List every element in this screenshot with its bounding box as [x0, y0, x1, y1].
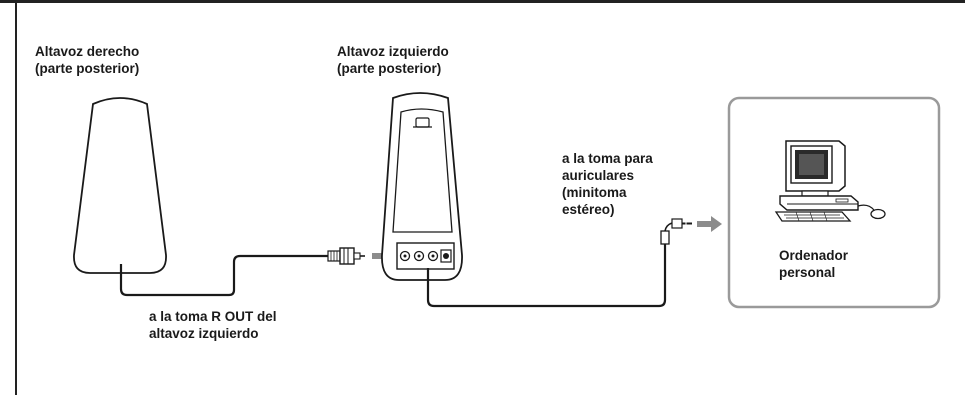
r-out-label-line1: a la toma R OUT del — [149, 309, 277, 324]
right-speaker-label-line1: Altavoz derecho — [35, 44, 140, 59]
headphone-cable — [426, 243, 667, 308]
computer-label: Ordenador personal — [779, 247, 848, 281]
arrow-icon — [697, 216, 722, 232]
computer-label-line1: Ordenador — [779, 248, 849, 263]
left-speaker-icon — [381, 92, 463, 281]
headphone-jack-label: a la toma para auriculares (minitoma est… — [562, 150, 653, 218]
pin-plug-icon — [327, 247, 365, 265]
left-speaker-label: Altavoz izquierdo (parte posterior) — [337, 43, 449, 77]
headphone-jack-label-line4: estéreo) — [562, 202, 615, 217]
personal-computer-icon — [774, 140, 886, 222]
right-speaker-label: Altavoz derecho (parte posterior) — [35, 43, 139, 77]
computer-label-line2: personal — [779, 265, 836, 280]
r-out-label: a la toma R OUT del altavoz izquierdo — [149, 308, 277, 342]
left-speaker-label-line2: (parte posterior) — [337, 61, 442, 76]
r-out-cable — [119, 254, 331, 297]
headphone-jack-label-line1: a la toma para — [562, 151, 653, 166]
left-speaker-label-line1: Altavoz izquierdo — [337, 44, 449, 59]
headphone-jack-label-line2: auriculares — [562, 168, 635, 183]
r-out-label-line2: altavoz izquierdo — [149, 326, 259, 341]
headphone-jack-label-line3: (minitoma — [562, 185, 627, 200]
right-speaker-label-line2: (parte posterior) — [35, 61, 140, 76]
right-speaker-icon — [73, 97, 167, 274]
stereo-plug-icon — [660, 218, 692, 245]
